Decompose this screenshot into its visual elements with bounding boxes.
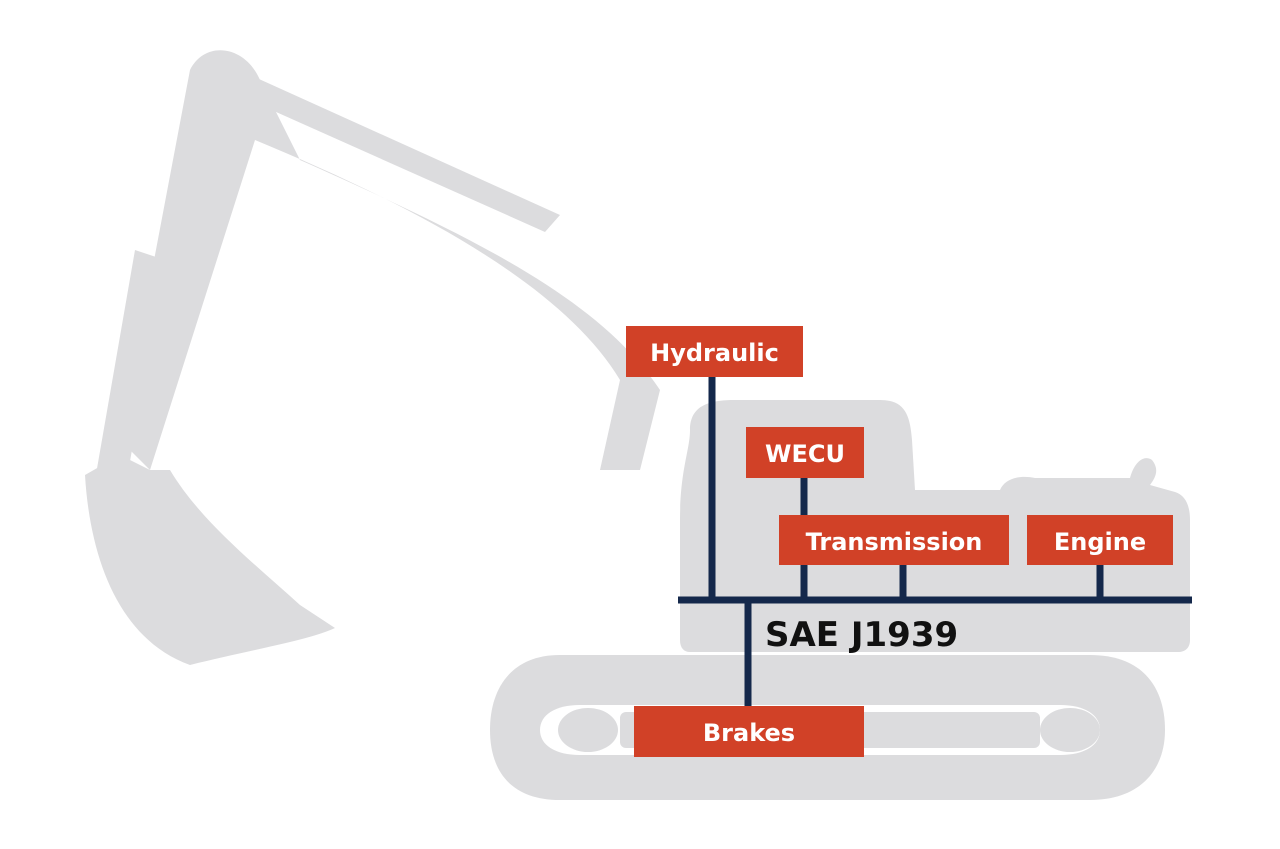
node-hydraulic: Hydraulic [626, 326, 803, 377]
node-engine-label: Engine [1054, 528, 1146, 556]
node-transmission-label: Transmission [806, 528, 983, 556]
node-brakes: Brakes [634, 706, 864, 757]
node-engine: Engine [1027, 515, 1173, 565]
excavator-silhouette-icon [85, 50, 1190, 800]
node-wecu: WECU [746, 427, 864, 478]
node-wecu-label: WECU [765, 440, 845, 468]
node-transmission: Transmission [779, 515, 1009, 565]
node-brakes-label: Brakes [703, 719, 795, 747]
bus-lines [678, 377, 1192, 706]
node-hydraulic-label: Hydraulic [650, 339, 779, 367]
bus-label: SAE J1939 [765, 615, 958, 655]
